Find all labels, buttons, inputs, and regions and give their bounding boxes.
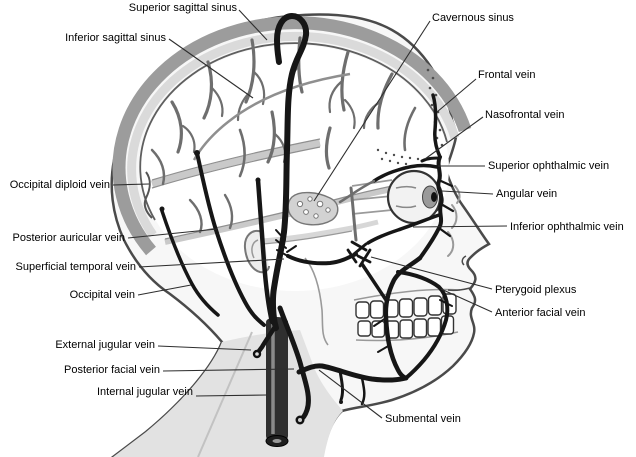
- label-occipital-diploid-vein: Occipital diploid vein: [9, 179, 110, 191]
- sternocleidomastoid-line: [197, 331, 253, 457]
- eye-illustration: [386, 169, 443, 225]
- leader-posterior-facial-vein: [162, 368, 295, 372]
- label-inferior-ophthalmic-vein: Inferior ophthalmic vein: [510, 221, 624, 233]
- label-posterior-facial-vein: Posterior facial vein: [64, 364, 160, 376]
- leader-external-jugular-vein: [157, 345, 252, 351]
- label-frontal-vein: Frontal vein: [478, 69, 536, 81]
- submental-vein-graphic: [338, 369, 345, 402]
- cerebral-veins: [150, 36, 417, 234]
- label-angular-vein: Angular vein: [496, 188, 558, 200]
- superior-ophthalmic-vein-graphic: [372, 163, 439, 183]
- pupil: [431, 192, 437, 202]
- label-pterygoid-plexus: Pterygoid plexus: [495, 284, 577, 296]
- nostril-line: [461, 255, 467, 266]
- internal-jugular-vein-graphic: [265, 317, 289, 447]
- leader-pterygoid-plexus: [370, 256, 493, 290]
- leader-submental-vein: [318, 369, 383, 419]
- facial-trunk-graphic: [296, 363, 409, 383]
- bone-stipple: [376, 68, 444, 166]
- label-external-jugular-vein: External jugular vein: [55, 339, 155, 351]
- leader-frontal-vein: [436, 78, 477, 113]
- label-nasofrontal-vein: Nasofrontal vein: [485, 109, 565, 121]
- label-internal-jugular-vein: Internal jugular vein: [96, 386, 193, 398]
- mandible-ramus-line: [304, 257, 329, 346]
- superficial-temporal-vein-graphic: [255, 177, 275, 325]
- inferior-sagittal-sinus-graphic: [192, 72, 351, 161]
- label-superior-ophthalmic-vein: Superior ophthalmic vein: [488, 160, 610, 172]
- label-superficial-temporal-vein: Superficial temporal vein: [15, 261, 136, 273]
- leader-occipital-vein: [137, 284, 192, 296]
- leader-inferior-ophthalmic-vein: [412, 225, 508, 228]
- occipital-vein-graphic: [160, 209, 220, 317]
- cavernous-sinus-graphic: [287, 191, 339, 226]
- label-submental-vein: Submental vein: [385, 413, 461, 425]
- label-posterior-auricular-vein: Posterior auricular vein: [12, 232, 126, 244]
- external-jugular-vein-graphic: [256, 322, 279, 354]
- leader-nasofrontal-vein: [424, 116, 484, 160]
- leader-superficial-temporal-vein: [138, 258, 285, 268]
- pterygoid-plexus-graphic: [346, 240, 388, 302]
- leader-superior-sagittal-sinus: [238, 9, 268, 41]
- leader-lines: [112, 9, 508, 419]
- label-inferior-sagittal-sinus: Inferior sagittal sinus: [65, 32, 166, 44]
- occipital-diploid-vein-graphic: [143, 171, 153, 219]
- superior-sagittal-sinus-graphic: [269, 13, 310, 331]
- leader-internal-jugular-vein: [195, 394, 268, 397]
- skull-inner-line: [139, 42, 448, 221]
- label-superior-sagittal-sinus: Superior sagittal sinus: [128, 2, 237, 14]
- posterior-facial-vein-graphic: [277, 305, 311, 423]
- frontal-vein-graphic: [431, 93, 442, 159]
- label-occipital-vein: Occipital vein: [69, 289, 135, 301]
- leader-angular-vein: [441, 190, 494, 195]
- mouth-line: [447, 287, 471, 292]
- inferior-ophthalmic-vein-graphic: [366, 213, 441, 245]
- black-veins: [159, 13, 455, 425]
- iris: [422, 185, 438, 209]
- skull-diploe-band: [127, 31, 460, 238]
- label-cavernous-sinus: Cavernous sinus: [432, 12, 514, 24]
- leader-posterior-auricular-vein: [127, 228, 218, 239]
- face-details: [447, 255, 471, 292]
- leader-occipital-diploid-vein: [112, 183, 150, 186]
- leader-cavernous-sinus: [313, 20, 431, 202]
- label-anterior-facial-vein: Anterior facial vein: [495, 307, 586, 319]
- leader-anterior-facial-vein: [440, 288, 493, 313]
- maxillary-vein-graphic: [286, 252, 358, 266]
- posterior-auricular-vein-graphic: [195, 151, 266, 327]
- leader-inferior-sagittal-sinus: [168, 38, 254, 99]
- skull-outer-band: [112, 16, 472, 256]
